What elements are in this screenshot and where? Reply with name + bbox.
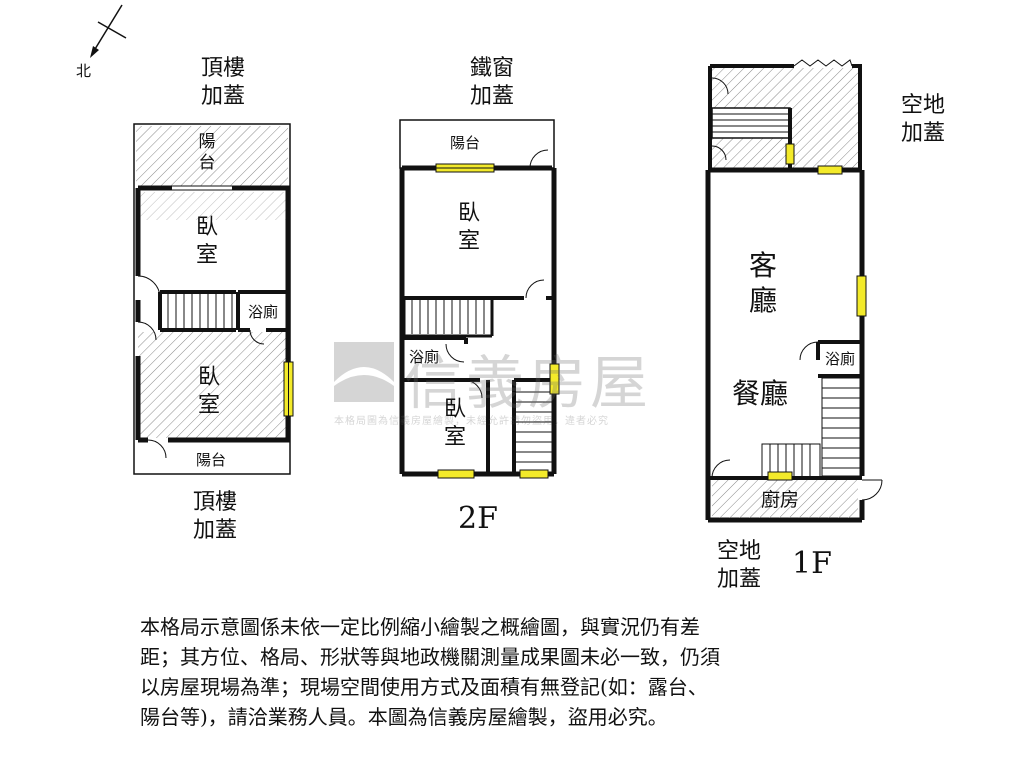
left-bottom-annex-label: 頂樓 加蓋 [192, 490, 237, 543]
compass-north-label: 北 [76, 62, 92, 80]
middle-floor-number: 2F [458, 501, 498, 536]
watermark-notice: 本格局圖為信義房屋繪製，未經允許請勿盜用，違者必究 [334, 416, 609, 427]
left-bedroom-upper-label: 臥 室 [195, 215, 218, 268]
watermark: 信義房屋 本格局圖為信義房屋繪製，未經允許請勿盜用，違者必究 [334, 338, 694, 428]
middle-balcony-label: 陽台 [449, 134, 480, 152]
watermark-brand: 信義房屋 [404, 349, 653, 417]
middle-bedroom-upper-label: 臥 室 [457, 201, 480, 254]
right-floor-plan [705, 59, 883, 523]
left-bedroom-lower-label: 臥 室 [197, 365, 220, 418]
right-side-annex-label: 空地 加蓋 [900, 93, 945, 146]
right-floor-number: 1F [792, 546, 832, 581]
disclaimer-text: 本格局示意圖係未依一定比例縮小繪製之概繪圖，與實況仍有差距；其方位、格局、形狀等… [140, 615, 720, 729]
left-top-annex-label: 頂樓 加蓋 [200, 56, 245, 109]
middle-top-annex-label: 鐵窗 加蓋 [469, 56, 514, 109]
right-dining-room-label: 餐廳 [731, 377, 788, 410]
brand-logo-icon [334, 342, 394, 402]
right-bottom-annex-label: 空地 加蓋 [716, 539, 761, 592]
right-living-room-label: 客 廳 [748, 249, 777, 317]
right-kitchen-label: 廚房 [760, 489, 799, 511]
north-compass-icon [90, 4, 127, 58]
right-bathroom-label: 浴廁 [824, 350, 855, 368]
left-balcony-top-label: 陽 台 [198, 132, 216, 174]
left-bathroom-label: 浴廁 [247, 303, 278, 321]
left-balcony-bottom-label: 陽台 [195, 451, 226, 469]
middle-bathroom-label: 浴廁 [408, 348, 439, 366]
middle-bedroom-lower-label: 臥 室 [443, 397, 466, 450]
middle-floor-plan [399, 119, 560, 479]
left-floor-plan [133, 123, 294, 475]
